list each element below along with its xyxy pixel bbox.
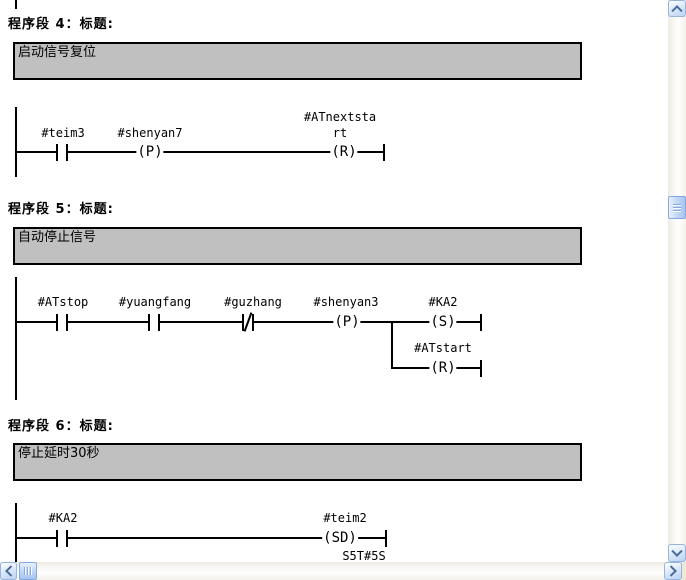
network-5-comment-text: 自动停止信号 [18,230,97,245]
coil-set-ka2[interactable]: (S) [429,314,457,331]
operand-label-teim3[interactable]: #teim3 [41,126,85,140]
scroll-left-button[interactable] [0,562,17,580]
rung-end-tick [385,530,387,547]
scroll-up-button[interactable] [668,0,686,17]
chevron-right-icon [665,565,677,577]
power-rail [15,277,17,400]
horizontal-scrollbar-thumb[interactable] [19,562,37,580]
network-4-comment-text: 启动信号复位 [18,45,97,60]
vertical-scrollbar-thumb[interactable] [668,196,686,219]
network-4-comment[interactable]: 启动信号复位 [13,42,582,80]
operand-label-atnextstart-line1[interactable]: #ATnextsta [303,110,377,124]
rung-end-tick [480,360,482,377]
contact-no-atstop[interactable] [56,314,68,331]
operand-label-shenyan7[interactable]: #shenyan7 [117,126,183,140]
timer-value-label[interactable]: S5T#5S [342,549,386,563]
operand-label-atstop[interactable]: #ATstop [37,295,89,309]
wire [15,151,384,153]
power-rail [15,107,17,177]
coil-reset-atnextstart[interactable]: (R) [330,144,358,161]
rung-end-tick [480,314,482,331]
contact-no-teim3[interactable] [56,144,68,161]
network-4-title[interactable]: 程序段 4：标题: [8,17,114,32]
operand-label-atstart[interactable]: #ATstart [414,341,472,355]
operand-label-yuangfang[interactable]: #yuangfang [118,295,192,309]
operand-label-shenyan3[interactable]: #shenyan3 [313,295,379,309]
horizontal-scrollbar[interactable] [0,562,682,580]
chevron-up-icon [671,4,683,16]
power-rail-stub [15,0,17,9]
network-5-title[interactable]: 程序段 5：标题: [8,202,114,217]
network-6-comment-text: 停止延时30秒 [18,446,100,461]
chevron-down-icon [671,545,683,557]
coil-positive-edge-shenyan7[interactable]: (P) [136,144,164,161]
vertical-scrollbar[interactable] [668,0,686,562]
contact-nc-guzhang[interactable] [242,312,254,332]
network-6-title[interactable]: 程序段 6：标题: [8,419,114,434]
coil-on-delay-timer-teim2[interactable]: (SD) [322,530,358,547]
contact-no-ka2[interactable] [56,530,68,547]
coil-reset-atstart[interactable]: (R) [429,360,457,377]
operand-label-guzhang[interactable]: #guzhang [224,295,282,309]
branch-wire [391,321,393,369]
scroll-right-button[interactable] [664,562,682,580]
thumb-grip-icon [673,203,681,212]
rung-end-tick [383,144,385,161]
nc-slash-icon [243,312,253,332]
network-6-comment[interactable]: 停止延时30秒 [13,443,582,481]
wire [15,537,386,539]
scrollbar-corner [682,562,686,580]
thumb-grip-icon [24,567,32,575]
power-rail [15,503,17,562]
chevron-left-icon [4,565,16,577]
operand-label-ka2[interactable]: #KA2 [428,295,458,309]
scroll-down-button[interactable] [668,544,686,562]
operand-label-teim2[interactable]: #teim2 [323,511,367,525]
coil-positive-edge-shenyan3[interactable]: (P) [333,314,361,331]
operand-label-ka2[interactable]: #KA2 [48,511,78,525]
operand-label-atnextstart-line2[interactable]: rt [332,126,348,140]
network-5-comment[interactable]: 自动停止信号 [13,227,582,265]
contact-no-yuangfang[interactable] [148,314,160,331]
